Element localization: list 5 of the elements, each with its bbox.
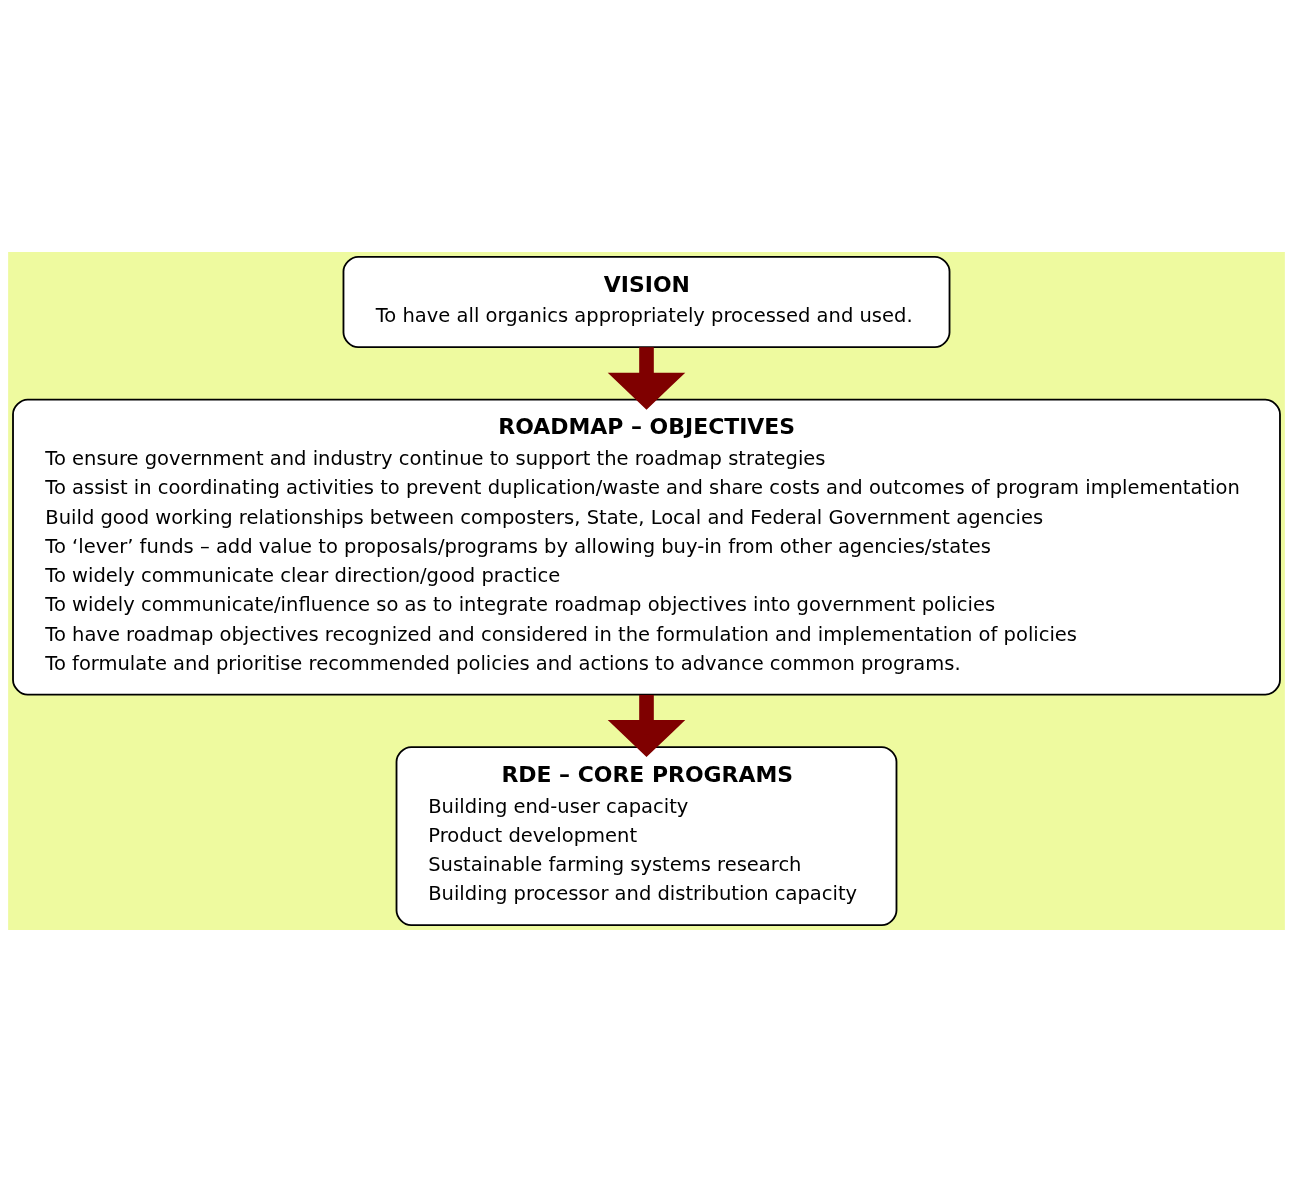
arrow <box>607 694 686 758</box>
arrow <box>607 347 686 410</box>
node-box: ROADMAP – OBJECTIVES To ensure government and industry continue to support the roadmap strategies To assist in coordinating activities to prevent duplication/waste and share costs and outcomes of program implementation Build good working relationships between composters, State, Local and Federal Government agencies To ‘lever’ funds – add value to proposals/programs by allowing buy-in from other agencies/states To widely communicate clear direction/good practice To widely communicate/influence so as to integrate roadmap objectives into government policies To have roadmap objectives recognized and considered in the formulation and implementation of policies To formulate and prioritise recommended policies and actions to advance common programs. <box>12 398 1281 696</box>
node-box: RDE – CORE PROGRAMS Building end-user capacity Product development Sustainable farming systems research Building processor and distribution capacity <box>395 746 898 927</box>
node-box: VISION To have all organics appropriately processed and used. <box>342 255 951 349</box>
